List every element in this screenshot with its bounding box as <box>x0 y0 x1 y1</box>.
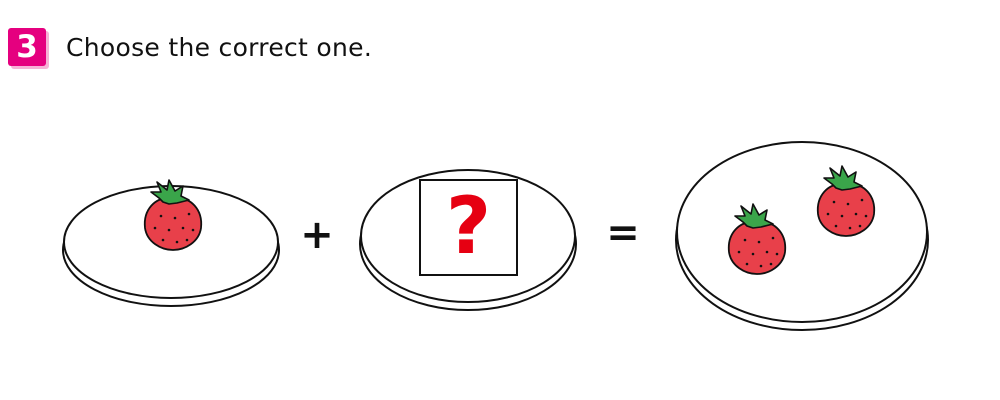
question-mark: ? <box>445 182 492 272</box>
question-number-badge: 3 <box>8 28 46 66</box>
plus-sign: + <box>300 212 334 258</box>
answer-box[interactable] <box>419 179 518 276</box>
equals-sign: = <box>606 210 640 256</box>
question-instruction: Choose the correct one. <box>66 32 373 62</box>
question-header: 3 Choose the correct one. <box>8 27 372 67</box>
right-plate <box>675 141 929 331</box>
